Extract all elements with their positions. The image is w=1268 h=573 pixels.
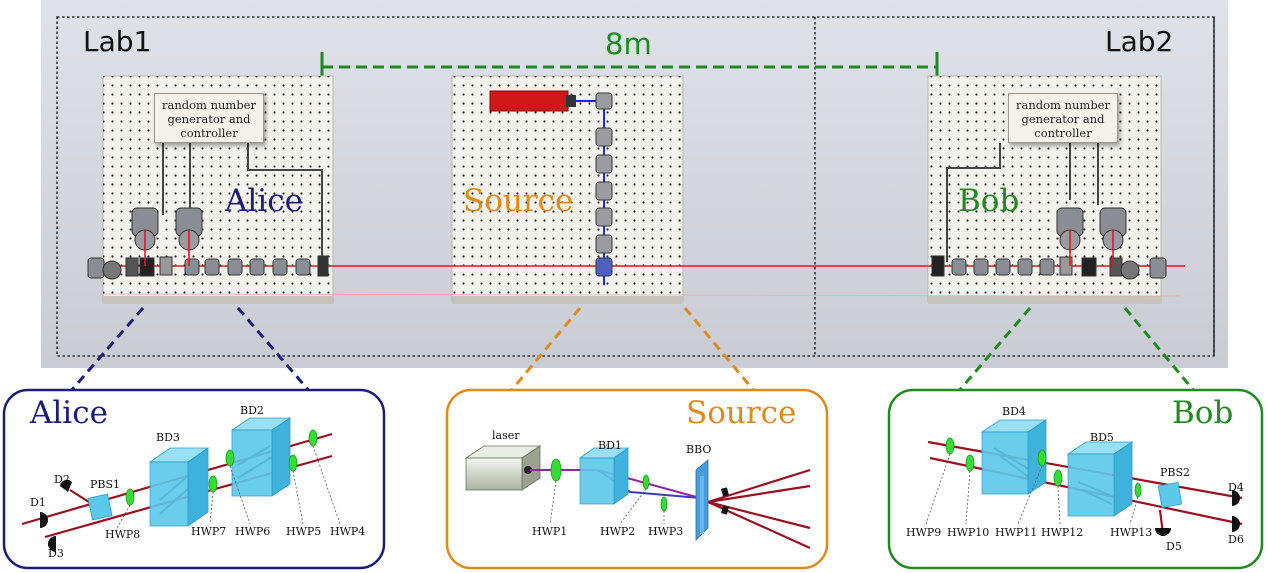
source-inset-optics — [464, 439, 811, 550]
alice-bd3-label: BD3 — [156, 431, 180, 444]
source-laser-label: laser — [492, 429, 520, 442]
source-inset-frame — [445, 388, 829, 570]
bob-hwp9-label: HWP9 — [906, 526, 942, 539]
bob-pbs2-label: PBS2 — [1160, 466, 1191, 479]
source-inset-title: Source — [686, 395, 797, 431]
bob-inset-title: Bob — [1172, 395, 1234, 431]
lab1-label: Lab1 — [83, 25, 152, 58]
alice-pbs1-label: PBS1 — [90, 478, 121, 491]
source-hwp3-label: HWP3 — [648, 525, 684, 538]
alice-hwp6-label: HWP6 — [235, 525, 271, 538]
bob-table-label: Bob — [958, 183, 1020, 219]
alice-bd2-label: BD2 — [240, 404, 264, 417]
alice-d3-label: D3 — [48, 547, 64, 560]
source-components — [489, 90, 613, 285]
alice-table-label: Alice — [225, 183, 303, 219]
bob-d5-label: D5 — [1166, 540, 1182, 553]
bob-bd4-label: BD4 — [1002, 405, 1026, 418]
source-connector — [508, 307, 757, 393]
alice-components — [87, 207, 329, 280]
alice-rng-line1: random number — [162, 98, 256, 112]
alice-hwp7-label: HWP7 — [191, 525, 227, 538]
bob-hwp11-label: HWP11 — [995, 526, 1038, 539]
lab2-label: Lab2 — [1105, 25, 1174, 58]
source-bd1-label: BD1 — [598, 439, 622, 452]
bob-components — [931, 207, 1167, 280]
bob-d4-label: D4 — [1228, 481, 1244, 494]
alice-inset-title: Alice — [30, 395, 108, 431]
source-table — [451, 75, 684, 304]
bob-hwp12-label: HWP12 — [1041, 526, 1084, 539]
alice-connector — [68, 307, 312, 393]
alice-rng-line2: generator and — [167, 112, 251, 126]
bob-connector — [956, 307, 1197, 393]
bob-inset-optics — [925, 419, 1243, 536]
alice-hwp8-label: HWP8 — [105, 528, 141, 541]
bob-rng-box: random number generator and controller — [1008, 93, 1118, 143]
source-bbo-label: BBO — [686, 443, 712, 456]
alice-hwp4-label: HWP4 — [330, 525, 366, 538]
bob-hwp13-label: HWP13 — [1110, 526, 1153, 539]
alice-hwp5-label: HWP5 — [286, 525, 322, 538]
bob-hwp10-label: HWP10 — [947, 526, 990, 539]
alice-d1-label: D1 — [30, 496, 46, 509]
bob-rng-line3: controller — [1034, 126, 1092, 140]
distance-label: 8m — [605, 27, 652, 61]
bob-bd5-label: BD5 — [1090, 431, 1114, 444]
source-table-label: Source — [463, 183, 574, 219]
alice-inset-optics — [21, 417, 341, 552]
alice-rng-box: random number generator and controller — [154, 93, 264, 143]
alice-d2-label: D2 — [54, 473, 70, 486]
bob-d6-label: D6 — [1228, 533, 1244, 546]
source-hwp1-label: HWP1 — [532, 525, 568, 538]
alice-rng-line3: controller — [180, 126, 238, 140]
source-hwp2-label: HWP2 — [600, 525, 636, 538]
bob-rng-line1: random number — [1016, 98, 1110, 112]
bob-rng-line2: generator and — [1021, 112, 1105, 126]
